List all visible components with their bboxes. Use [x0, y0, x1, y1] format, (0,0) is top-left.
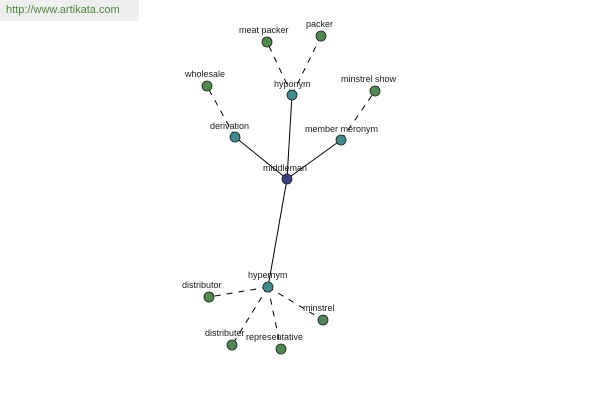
relation-member-meronym-label[interactable]: member meronym — [305, 124, 378, 134]
leaf-packer-node[interactable] — [315, 30, 327, 42]
leaf-meat-packer-label[interactable]: meat packer — [239, 25, 289, 35]
leaf-distributor-1-node[interactable] — [203, 291, 215, 303]
leaf-wholesale-node[interactable] — [201, 80, 213, 92]
leaf-minstrel-label[interactable]: minstrel — [303, 303, 335, 313]
edge-derivation — [234, 136, 288, 180]
edge-representative — [267, 286, 282, 350]
relation-hyponym-node[interactable] — [286, 89, 298, 101]
site-watermark[interactable]: http://www.artikata.com — [0, 0, 139, 21]
edge-minstrel — [267, 286, 324, 321]
leaf-minstrel-node[interactable] — [317, 314, 329, 326]
nodes — [201, 30, 381, 355]
edges — [206, 35, 376, 350]
edge-hypernym — [267, 178, 288, 288]
relation-derivation-node[interactable] — [229, 131, 241, 143]
leaf-meat-packer-node[interactable] — [261, 36, 273, 48]
labels: middleman hyponym derivation member meronym… — [182, 19, 397, 342]
edge-minstrel-show — [340, 90, 376, 141]
leaf-wholesale-label[interactable]: wholesale — [184, 69, 225, 79]
relation-member-meronym-node[interactable] — [335, 134, 347, 146]
relation-hyponym-label[interactable]: hyponym — [274, 79, 311, 89]
leaf-distributor-1-label[interactable]: distributor — [182, 280, 222, 290]
leaf-distributer-node[interactable] — [226, 339, 238, 351]
middleman-label[interactable]: middleman — [263, 163, 307, 173]
edge-hyponym — [286, 94, 293, 180]
edge-meat-packer — [266, 41, 293, 96]
relation-hypernym-node[interactable] — [262, 281, 274, 293]
leaf-packer-label[interactable]: packer — [306, 19, 333, 29]
leaf-distributer-label[interactable]: distributer — [205, 328, 245, 338]
leaf-minstrel-show-node[interactable] — [369, 85, 381, 97]
leaf-representative-node[interactable] — [275, 343, 287, 355]
relation-hypernym-label[interactable]: hypernym — [248, 270, 288, 280]
relation-derivation-label[interactable]: derivation — [210, 121, 249, 131]
edge-distributor-1 — [208, 286, 269, 298]
middleman-node[interactable] — [281, 173, 293, 185]
leaf-representative-label[interactable]: representative — [246, 332, 303, 342]
edge-member-meronym — [286, 139, 342, 180]
leaf-minstrel-show-label[interactable]: minstrel show — [341, 74, 397, 84]
edge-wholesale — [206, 85, 236, 138]
